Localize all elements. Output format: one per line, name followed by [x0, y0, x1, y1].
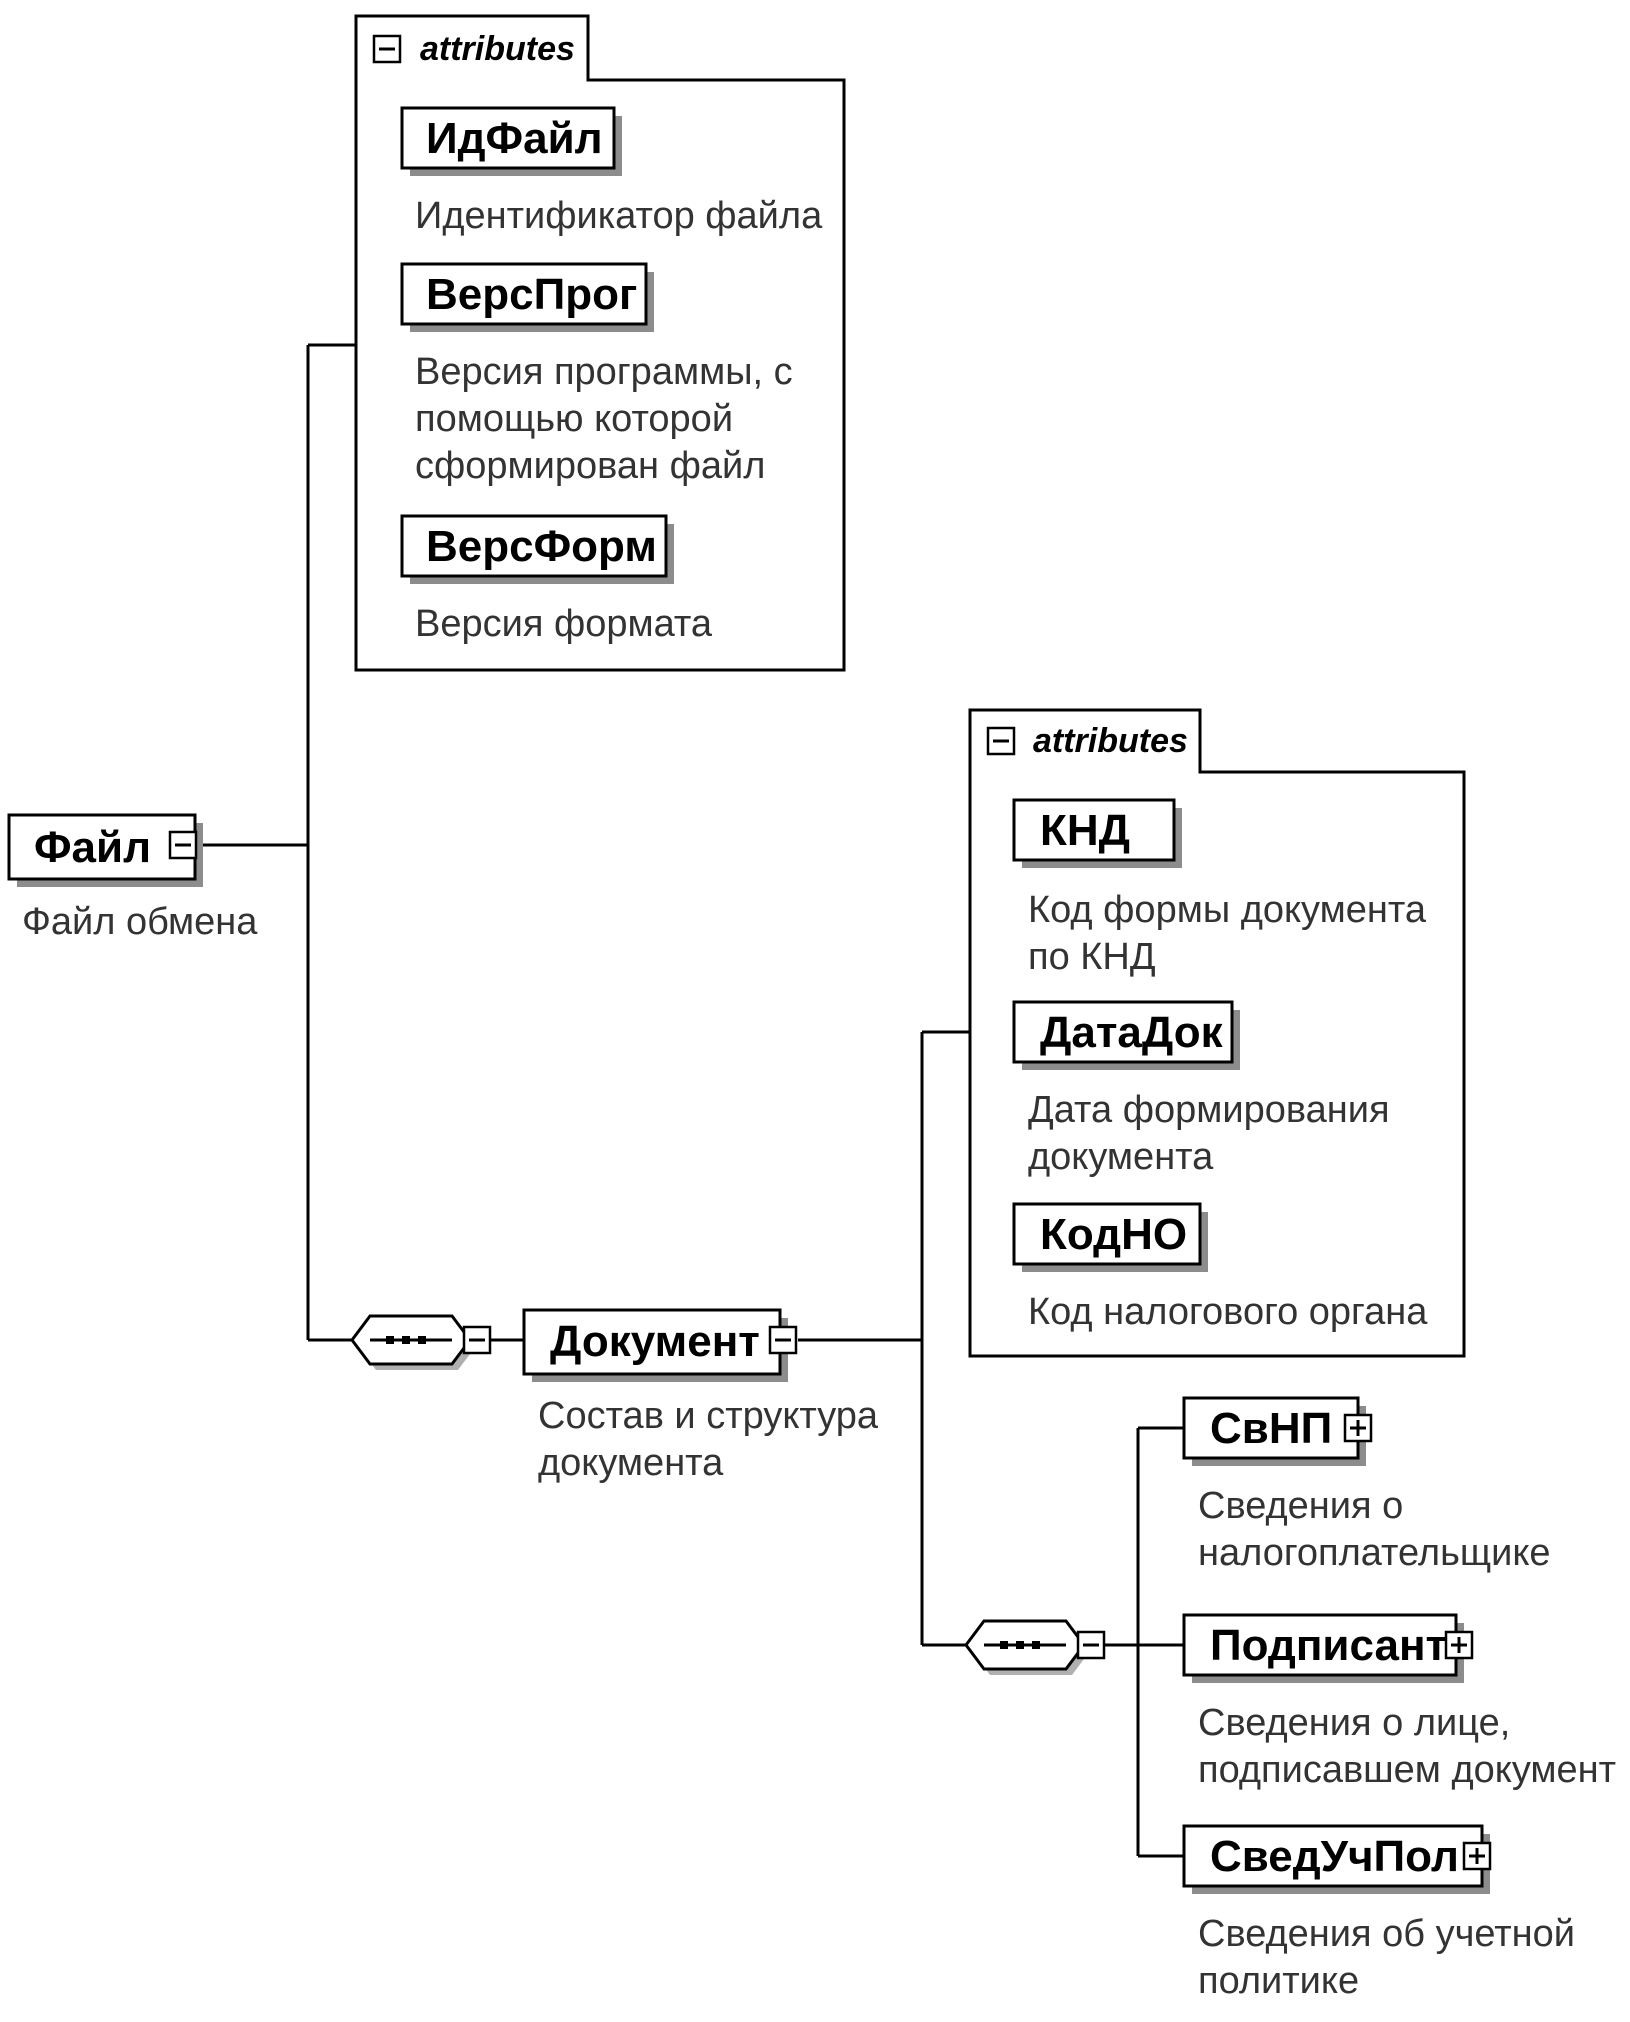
- attribute-doc-date-description-line-2: документа: [1028, 1136, 1214, 1178]
- attribute-prog-version-description-line-2: помощью которой: [415, 398, 733, 440]
- attribute-doc-date-description-line-1: Дата формирования: [1028, 1089, 1390, 1131]
- sequence-icon: [984, 1641, 1066, 1649]
- attribute-format-version[interactable]: ВерсФорм: [400, 514, 674, 584]
- element-svnp[interactable]: СвНП: [1182, 1396, 1366, 1466]
- element-document-description-line-2: документа: [538, 1442, 724, 1484]
- expand-signatory-button[interactable]: [1444, 1630, 1474, 1660]
- element-svnp-description-line-1: Сведения о: [1198, 1485, 1403, 1527]
- connector-lines: [196, 343, 1184, 1858]
- attribute-id-file-name: ИдФайл: [426, 114, 603, 163]
- element-accounting-policy-description-line-2: политике: [1198, 1960, 1359, 2002]
- element-file-name: Файл: [34, 823, 151, 872]
- collapse-document-button[interactable]: [768, 1325, 798, 1355]
- attribute-knd[interactable]: КНД: [1012, 798, 1182, 868]
- attributes-group-file: attributes ИдФайл Идентификатор файла Ве…: [354, 14, 846, 672]
- attribute-prog-version-description-line-1: Версия программы, с: [415, 351, 793, 393]
- element-accounting-policy-name: СведУчПол: [1210, 1832, 1459, 1881]
- attribute-prog-version-description-line-3: сформирован файл: [415, 445, 765, 487]
- element-svnp-description-line-2: налогоплательщике: [1198, 1532, 1551, 1574]
- expand-accounting-policy-button[interactable]: [1462, 1841, 1492, 1871]
- attribute-tax-office-code[interactable]: КодНО: [1012, 1202, 1208, 1272]
- element-document-description-line-1: Состав и структура: [538, 1395, 879, 1437]
- sequence-compositor-file[interactable]: [350, 1314, 476, 1370]
- element-document[interactable]: Документ: [522, 1308, 788, 1382]
- sequence-icon: [370, 1336, 452, 1344]
- attribute-doc-date[interactable]: ДатаДок: [1012, 1000, 1240, 1070]
- collapse-file-button[interactable]: [168, 830, 198, 860]
- element-accounting-policy-description-line-1: Сведения об учетной: [1198, 1913, 1575, 1955]
- collapse-attributes-file-button[interactable]: [372, 34, 402, 64]
- attribute-format-version-description: Версия формата: [415, 603, 713, 645]
- collapse-sequence-document-button[interactable]: [1076, 1630, 1106, 1660]
- element-signatory-description-line-2: подписавшем документ: [1198, 1749, 1616, 1791]
- sequence-compositor-document[interactable]: [964, 1619, 1090, 1675]
- attribute-tax-office-code-name: КодНО: [1040, 1210, 1187, 1259]
- element-signatory[interactable]: Подписант: [1182, 1613, 1464, 1683]
- attribute-format-version-name: ВерсФорм: [426, 522, 657, 571]
- collapse-sequence-file-button[interactable]: [462, 1325, 492, 1355]
- element-signatory-name: Подписант: [1210, 1621, 1447, 1670]
- attribute-tax-office-code-description: Код налогового органа: [1028, 1291, 1428, 1333]
- element-accounting-policy[interactable]: СведУчПол: [1182, 1824, 1490, 1894]
- attribute-knd-description-line-2: по КНД: [1028, 936, 1156, 978]
- element-signatory-description-line-1: Сведения о лице,: [1198, 1702, 1510, 1744]
- collapse-attributes-document-button[interactable]: [986, 726, 1016, 756]
- element-document-name: Документ: [550, 1317, 760, 1366]
- attributes-label: attributes: [420, 30, 575, 68]
- expand-svnp-button[interactable]: [1343, 1413, 1373, 1443]
- attribute-knd-name: КНД: [1040, 806, 1130, 855]
- attribute-id-file[interactable]: ИдФайл: [400, 106, 622, 176]
- attributes-group-document: attributes КНД Код формы документа по КН…: [968, 708, 1466, 1358]
- attribute-prog-version[interactable]: ВерсПрог: [400, 262, 654, 332]
- attribute-knd-description-line-1: Код формы документа: [1028, 889, 1427, 931]
- attribute-doc-date-name: ДатаДок: [1040, 1008, 1224, 1057]
- attribute-id-file-description: Идентификатор файла: [415, 195, 823, 237]
- attributes-label-document: attributes: [1033, 722, 1188, 760]
- element-file-description: Файл обмена: [22, 901, 258, 943]
- attribute-prog-version-name: ВерсПрог: [426, 270, 637, 319]
- element-svnp-name: СвНП: [1210, 1404, 1332, 1453]
